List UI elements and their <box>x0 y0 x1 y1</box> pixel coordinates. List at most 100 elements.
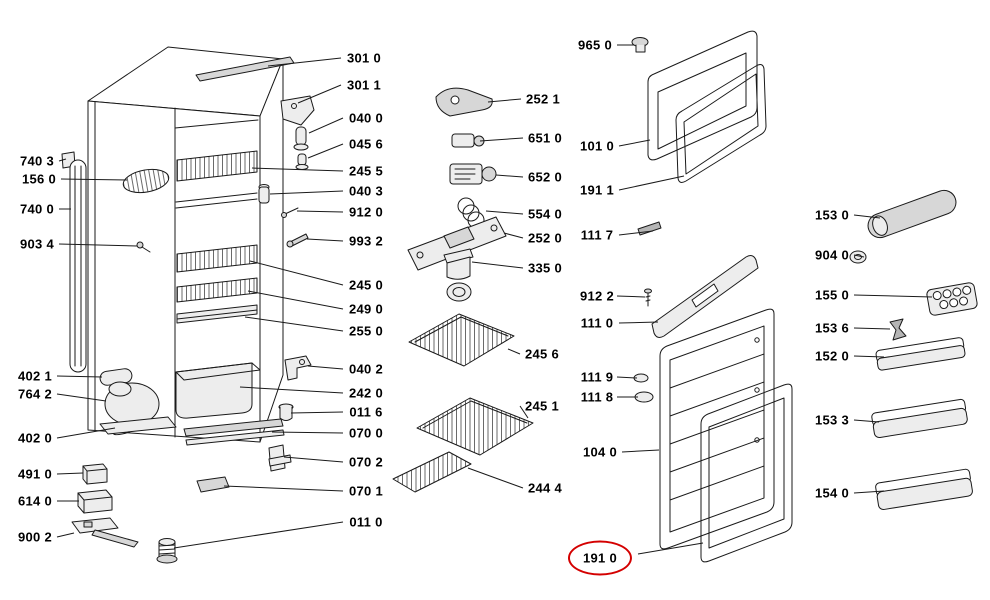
wire-shelf-245-6-art <box>408 313 515 367</box>
part-label-111-0: 111 0 <box>580 315 614 331</box>
lamp-651-0-art <box>451 133 485 148</box>
handle-bar-153-0-art <box>867 189 957 239</box>
ice-tray-156-0-art <box>122 168 170 194</box>
part-label-155-0: 155 0 <box>814 287 850 303</box>
part-label-245-0: 245 0 <box>348 277 384 293</box>
wire-shelf-245-1-art <box>416 397 534 456</box>
foot-011-0-art <box>156 538 178 564</box>
part-label-156-0: 156 0 <box>21 171 57 187</box>
bracket-070-2-art <box>268 444 292 472</box>
part-label-045-6: 045 6 <box>348 136 384 152</box>
part-label-652-0: 652 0 <box>527 169 563 185</box>
compressor-764-2-art <box>104 381 160 426</box>
leader-lines <box>56 44 933 555</box>
part-label-740-0: 740 0 <box>19 201 55 217</box>
mount-assembly-252-0-art <box>407 216 507 271</box>
door-shelf-152-0-art <box>875 337 966 371</box>
part-label-153-6: 153 6 <box>814 320 850 336</box>
part-label-111-9: 111 9 <box>580 369 614 385</box>
part-label-191-0: 191 0 <box>567 540 633 576</box>
part-label-245-5: 245 5 <box>348 163 384 179</box>
main-door-104-0-art <box>659 308 775 550</box>
hinge-plate-301-1-art <box>280 95 315 126</box>
part-label-154-0: 154 0 <box>814 485 850 501</box>
screw-903-4-art <box>136 241 151 253</box>
bracket-252-1-art <box>435 87 493 117</box>
pipe-402-0-art <box>99 416 177 436</box>
knob-965-0-art <box>631 37 649 53</box>
door-handle-111-0-art <box>651 255 759 338</box>
main-door-gasket-191-0-art <box>700 383 793 563</box>
part-label-104-0: 104 0 <box>582 444 618 460</box>
part-label-070-0: 070 0 <box>348 425 384 441</box>
hinge-pin-040-0-art <box>293 126 309 151</box>
part-label-040-0: 040 0 <box>348 110 384 126</box>
drip-cup-335-0-art <box>443 248 474 302</box>
part-label-301-1: 301 1 <box>346 77 382 93</box>
part-label-402-1: 402 1 <box>17 368 53 384</box>
part-label-245-1: 245 1 <box>524 398 560 414</box>
part-label-011-0: 011 0 <box>349 514 383 530</box>
part-label-255-0: 255 0 <box>348 323 384 339</box>
relay-614-0-art <box>77 489 113 514</box>
sensor-993-2-art <box>286 233 309 248</box>
part-label-402-0: 402 0 <box>17 430 53 446</box>
freezer-shelf-245-5-art <box>176 150 258 182</box>
part-label-764-2: 764 2 <box>17 386 53 402</box>
kick-plate-070-0-art <box>183 418 285 446</box>
part-label-301-0: 301 0 <box>346 50 382 66</box>
clip-153-6-art <box>889 318 907 341</box>
condenser-panel-740-0-art <box>69 159 87 373</box>
hinge-pin-040-3-art <box>258 184 270 204</box>
egg-tray-155-0-art <box>926 282 978 316</box>
part-label-554-0: 554 0 <box>527 206 563 222</box>
part-label-245-6: 245 6 <box>524 346 560 362</box>
part-label-101-0: 101 0 <box>579 138 615 154</box>
part-label-040-2: 040 2 <box>348 361 384 377</box>
shelf-255-0-art <box>176 304 258 324</box>
part-label-070-2: 070 2 <box>348 454 384 470</box>
bushing-045-6-art <box>295 153 309 170</box>
part-label-904-0: 904 0 <box>814 247 850 263</box>
part-label-244-4: 244 4 <box>527 480 563 496</box>
part-label-252-0: 252 0 <box>527 230 563 246</box>
part-label-912-2: 912 2 <box>579 288 615 304</box>
freezer-gasket-191-1-art <box>675 64 767 183</box>
part-label-740-3: 740 3 <box>19 153 55 169</box>
part-label-965-0: 965 0 <box>577 37 613 53</box>
part-label-993-2: 993 2 <box>348 233 384 249</box>
thermostat-652-0-art <box>449 163 497 185</box>
foot-011-6-art <box>278 403 294 421</box>
door-shelf-154-0-art <box>875 468 973 510</box>
part-label-152-0: 152 0 <box>814 348 850 364</box>
part-label-903-4: 903 4 <box>19 236 55 252</box>
screw-912-2-art <box>644 288 652 307</box>
part-label-153-0: 153 0 <box>814 207 850 223</box>
screw-912-0-art <box>281 207 299 218</box>
part-label-011-6: 011 6 <box>349 404 383 420</box>
door-shelf-153-3-art <box>871 398 968 439</box>
box-491-0-art <box>82 463 108 485</box>
part-label-191-1: 191 1 <box>579 182 615 198</box>
pcb-900-2-art <box>71 517 139 548</box>
part-label-912-0: 912 0 <box>348 204 384 220</box>
part-label-111-7: 111 7 <box>580 227 614 243</box>
cabinet-art <box>87 46 284 443</box>
grille-244-4-art <box>392 451 472 493</box>
part-label-070-1: 070 1 <box>348 483 384 499</box>
part-label-491-0: 491 0 <box>17 466 53 482</box>
bracket-040-2-art <box>284 355 312 381</box>
part-label-153-3: 153 3 <box>814 412 850 428</box>
crisper-drawer-242-0-art <box>175 362 261 419</box>
part-label-252-1: 252 1 <box>525 91 561 107</box>
part-label-111-8: 111 8 <box>580 389 614 405</box>
part-label-242-0: 242 0 <box>348 385 384 401</box>
part-label-040-3: 040 3 <box>348 183 384 199</box>
part-label-900-2: 900 2 <box>17 529 53 545</box>
part-label-651-0: 651 0 <box>527 130 563 146</box>
part-label-614-0: 614 0 <box>17 493 53 509</box>
part-label-249-0: 249 0 <box>348 301 384 317</box>
